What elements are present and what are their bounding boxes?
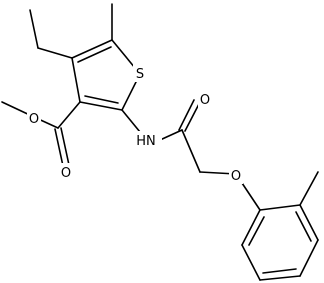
bond-co-o-double-b [184, 101, 201, 132]
ester-oxygen-single-label-bg [27, 109, 41, 127]
ether-oxygen-label-bg [229, 166, 243, 184]
ester-oxygen-double-label-bg [59, 163, 73, 181]
thiophene-ring [71, 39, 141, 111]
bond-c5-c4 [71, 39, 113, 59]
sulfur-label-bg [133, 64, 147, 82]
bond-co-ch2 [181, 129, 201, 173]
nh-label-bg [130, 131, 162, 149]
bond-aryl-methyl [299, 171, 319, 206]
bond-nh-co [159, 129, 183, 141]
bond-ethyl-1 [37, 47, 73, 59]
ketone-oxygen-atom-label: O [200, 93, 210, 108]
bond-c3-c2 [79, 101, 123, 111]
bond-ar2-ar3-inner [295, 211, 312, 242]
ester-oxygen-double-atom-label: O [61, 166, 71, 181]
benzene-ring [241, 204, 319, 281]
bond-ethyl-2 [29, 9, 39, 49]
bond-carbonyl-o-double-a [54, 128, 64, 167]
bond-ar3-ar4 [299, 239, 319, 277]
bond-ar4-ar5 [259, 275, 301, 281]
bond-c3-carbonyl [57, 101, 81, 129]
bond-c2-nh [121, 109, 141, 133]
ketone-oxygen-label-bg [198, 90, 212, 108]
bond-ar6-ar1 [241, 209, 261, 246]
bond-co-o-double-a [178, 99, 195, 131]
bond-ar1-ar2 [259, 204, 301, 211]
bond-carbonyl-o-double-b [60, 127, 70, 166]
bond-ar5-ar6 [241, 244, 261, 281]
bond-ar2-ar3 [299, 204, 319, 241]
bond-c5-c4-inner [77, 46, 112, 63]
sulfur-atom-label: S [136, 67, 144, 82]
ester-oxygen-single-atom-label: O [29, 112, 39, 127]
bond-c4-c3 [71, 57, 81, 103]
ether-oxygen-atom-label: O [231, 169, 241, 184]
bond-c3-c2-inner [84, 95, 119, 104]
nh-atom-label: HN [136, 134, 156, 149]
bond-ar6-ar1-inner [248, 216, 265, 246]
bond-ar4-ar5-inner [262, 268, 297, 274]
